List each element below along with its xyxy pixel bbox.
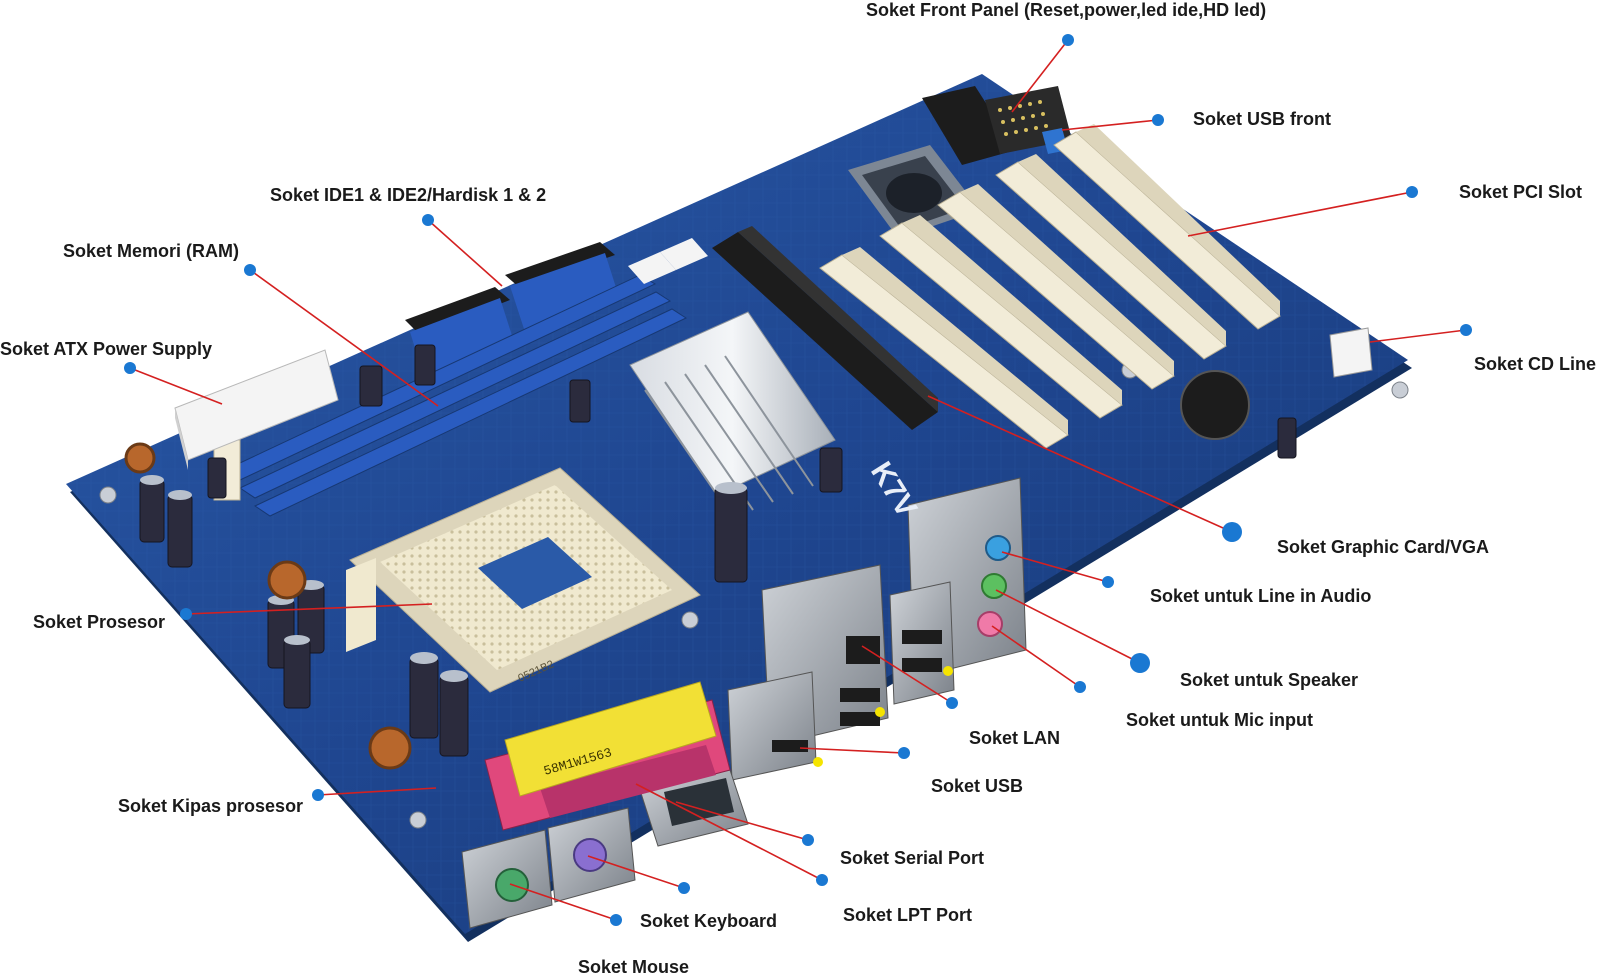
label-lan: Soket LAN [969, 728, 1061, 748]
atx-power-connector [174, 349, 339, 470]
pci-slots [819, 124, 1281, 449]
label-atx-power: Soket ATX Power Supply [0, 339, 213, 359]
usb-marker-dot [943, 666, 953, 676]
cpu-socket [346, 467, 701, 693]
rear-io-panel [461, 477, 1027, 929]
label-front-panel: Soket Front Panel (Reset,power,led ide,H… [866, 0, 1267, 20]
front-panel-header [922, 86, 1072, 165]
label-keyboard: Soket Keyboard [640, 911, 778, 931]
ram-slots [213, 238, 708, 517]
label-cpu-fan: Soket Kipas prosesor [118, 796, 304, 816]
label-ram: Soket Memori (RAM) [63, 241, 240, 261]
agp-slot [712, 226, 938, 430]
label-lpt: Soket LPT Port [843, 905, 973, 925]
marker-dots [124, 34, 1472, 926]
label-usb: Soket USB [931, 776, 1024, 796]
label-speaker: Soket untuk Speaker [1180, 670, 1359, 690]
label-line-in: Soket untuk Line in Audio [1150, 586, 1372, 606]
capacitors [124, 344, 1297, 770]
label-pci-slot: Soket PCI Slot [1459, 182, 1583, 202]
cmos-battery [1180, 370, 1250, 440]
leader-lines [129, 39, 1467, 921]
usb-marker-dot [813, 757, 823, 767]
usb-marker-dot [875, 707, 885, 717]
ide-connectors [405, 242, 620, 380]
north-bridge-chip [848, 145, 980, 238]
label-graphic-card: Soket Graphic Card/VGA [1277, 537, 1490, 557]
cd-line-connector [1329, 327, 1373, 378]
label-cd-line: Soket CD Line [1474, 354, 1597, 374]
label-processor: Soket Prosesor [33, 612, 166, 632]
label-ide: Soket IDE1 & IDE2/Hardisk 1 & 2 [270, 185, 547, 205]
label-mic: Soket untuk Mic input [1126, 710, 1313, 730]
label-usb-front: Soket USB front [1193, 109, 1332, 129]
label-mouse: Soket Mouse [578, 957, 690, 977]
label-serial: Soket Serial Port [840, 848, 985, 868]
